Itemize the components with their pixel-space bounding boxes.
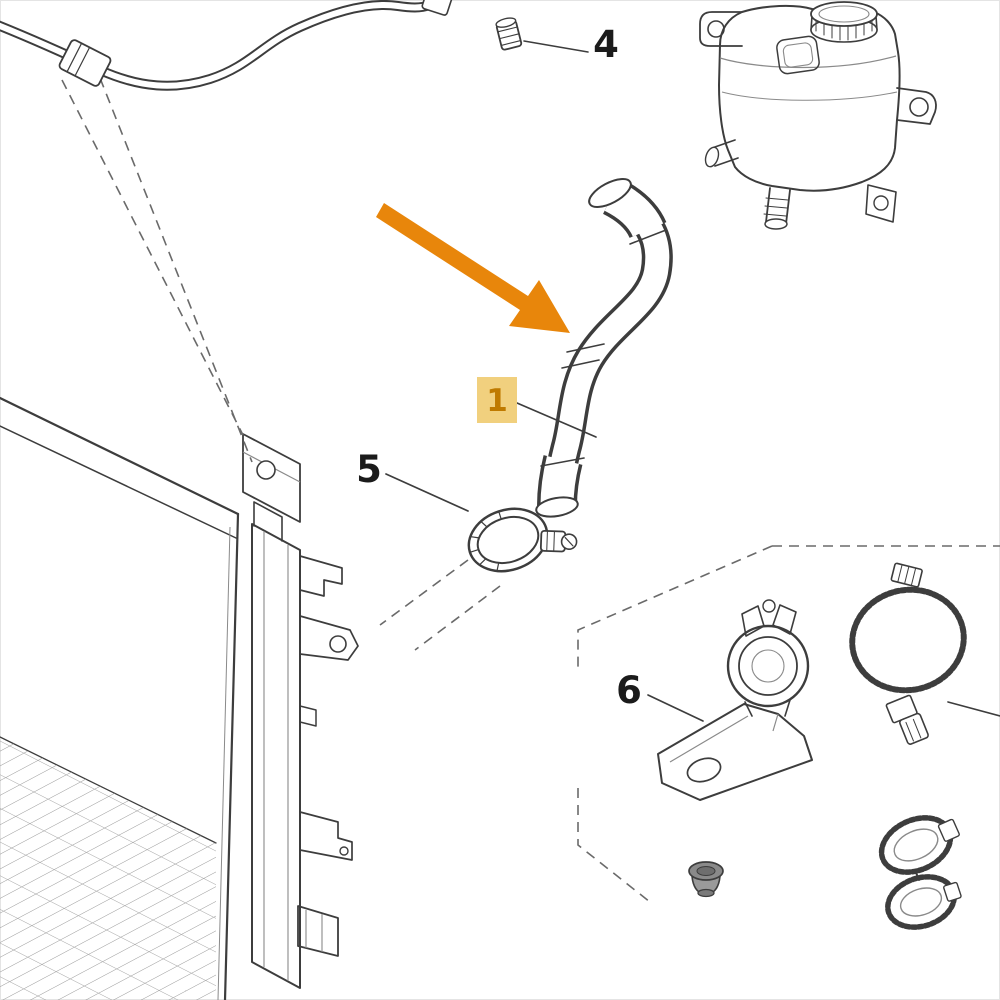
mounting-ear-top xyxy=(299,555,343,597)
callout-4-label: 4 xyxy=(593,23,619,66)
tank-label-plate xyxy=(776,35,820,75)
harness-plug xyxy=(885,694,929,745)
hose-end-fitting xyxy=(421,0,454,16)
callout-1: 1 xyxy=(477,377,597,438)
clamp-screw-housing xyxy=(539,529,578,553)
small-clamp-lower xyxy=(885,874,962,930)
radiator-top-edge xyxy=(0,396,240,516)
part-4-clip: 4 xyxy=(495,17,619,66)
clamp-perforations xyxy=(469,510,502,572)
ear-hole xyxy=(329,635,347,653)
upper-hose xyxy=(0,0,454,91)
radiator-right-edge-inner xyxy=(217,526,231,1000)
radiator-corner-bracket xyxy=(242,433,301,523)
tank-side-outlet xyxy=(704,139,739,168)
callout-5-leader xyxy=(385,473,469,512)
bracket-hole xyxy=(909,97,929,117)
expansion-tank xyxy=(699,1,937,230)
side-tab xyxy=(299,705,317,727)
bracket-plate xyxy=(657,703,813,801)
tank-seam-line xyxy=(719,55,897,69)
harness-top-connector xyxy=(890,562,923,588)
tank-left-bracket xyxy=(699,11,743,47)
hose-top-opening xyxy=(588,178,632,208)
part-6-clamp-bracket: 6 xyxy=(616,599,813,801)
tank-bottom-outlet xyxy=(763,187,791,230)
mounting-foot xyxy=(297,905,339,957)
callout-1-label: 1 xyxy=(486,383,508,419)
clamp-dash-line-2 xyxy=(414,585,501,651)
radiator-right-edge xyxy=(223,512,240,1000)
clamp-dash-line-1 xyxy=(379,559,469,626)
hose-connector xyxy=(58,39,112,87)
harness-leader xyxy=(947,701,1000,717)
tank-seam-line-2 xyxy=(721,91,898,101)
pointer-arrow xyxy=(376,203,570,333)
wiring-harness xyxy=(849,562,1000,745)
tank-body xyxy=(718,4,901,192)
tank-right-bracket xyxy=(896,87,937,125)
callout-6-label: 6 xyxy=(616,669,642,712)
alignment-dash-line-1 xyxy=(61,79,244,436)
grommet xyxy=(688,861,724,898)
callout-4-leader xyxy=(523,40,589,53)
radiator-side-bracket xyxy=(251,501,359,989)
clamp-bolt xyxy=(762,599,776,613)
callout-1-leader xyxy=(516,402,597,438)
radiator xyxy=(0,396,359,1000)
callout-5-label: 5 xyxy=(356,448,382,491)
bracket-hole xyxy=(256,460,276,480)
hose-band-lines xyxy=(540,229,667,467)
part-5-hose-clamp: 5 xyxy=(356,448,578,651)
mounting-ear-mid xyxy=(299,615,359,661)
mounting-ear-lower xyxy=(299,811,353,861)
hose-bottom-opening xyxy=(535,496,579,518)
radiator-top-edge-inner xyxy=(0,425,237,539)
tank-lower-bracket xyxy=(865,184,897,223)
tank-filler-cap xyxy=(810,1,878,43)
harness-loop xyxy=(849,586,967,694)
callout-1-highlight-box xyxy=(477,377,517,423)
clamp-ring xyxy=(726,599,810,708)
plate-hole xyxy=(686,757,722,783)
alignment-dash-line-2 xyxy=(99,77,253,463)
inset-boundary xyxy=(577,545,1000,903)
callout-6-leader xyxy=(647,694,704,722)
small-clamp-upper xyxy=(878,815,960,875)
part-1-radiator-hose xyxy=(535,178,673,518)
radiator-core-fins xyxy=(0,737,216,1000)
